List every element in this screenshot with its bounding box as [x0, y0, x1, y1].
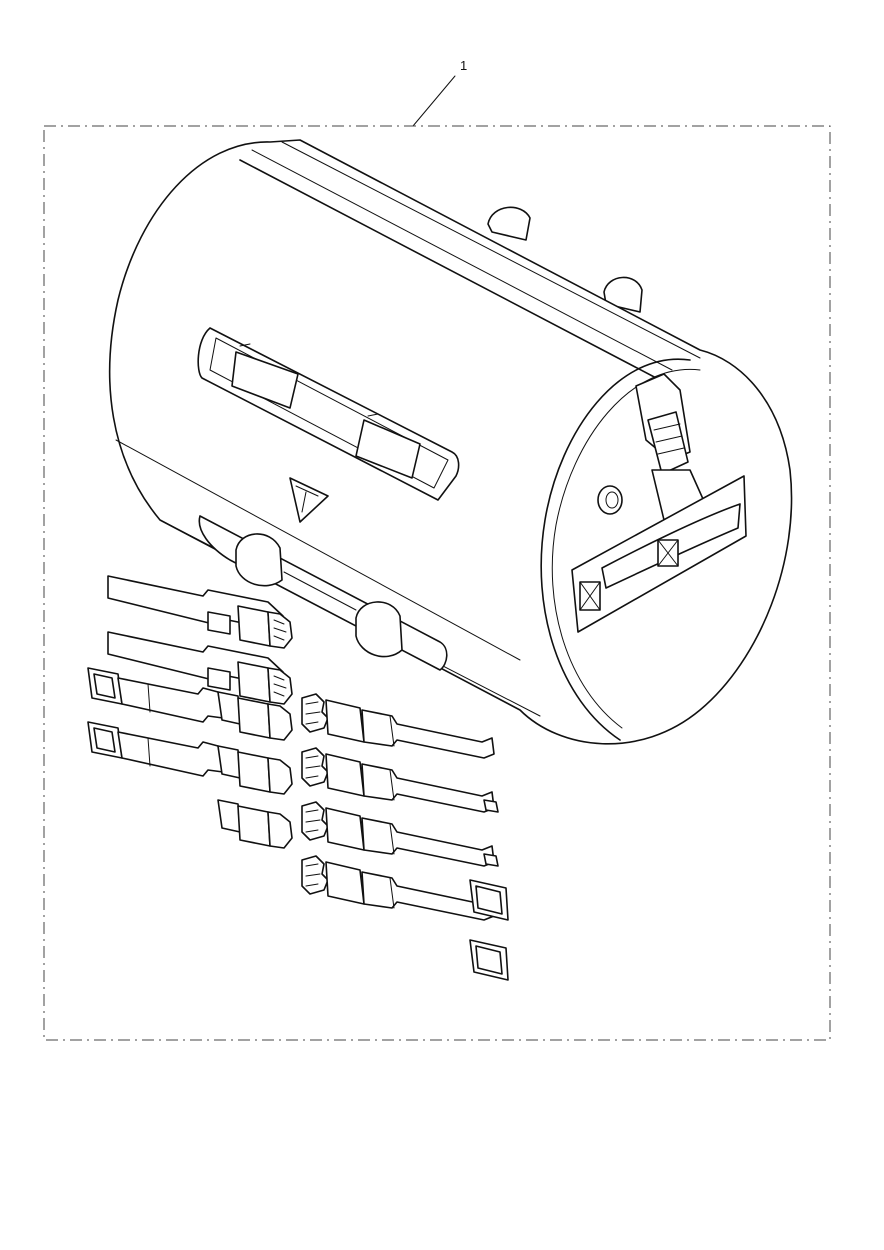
brand-triangle-icon	[289, 477, 329, 523]
callout-label: 1	[460, 58, 467, 73]
roll-bag	[108, 139, 793, 745]
straps-set	[87, 575, 509, 981]
kit-boundary	[43, 125, 831, 1041]
callout-leader	[412, 75, 456, 127]
